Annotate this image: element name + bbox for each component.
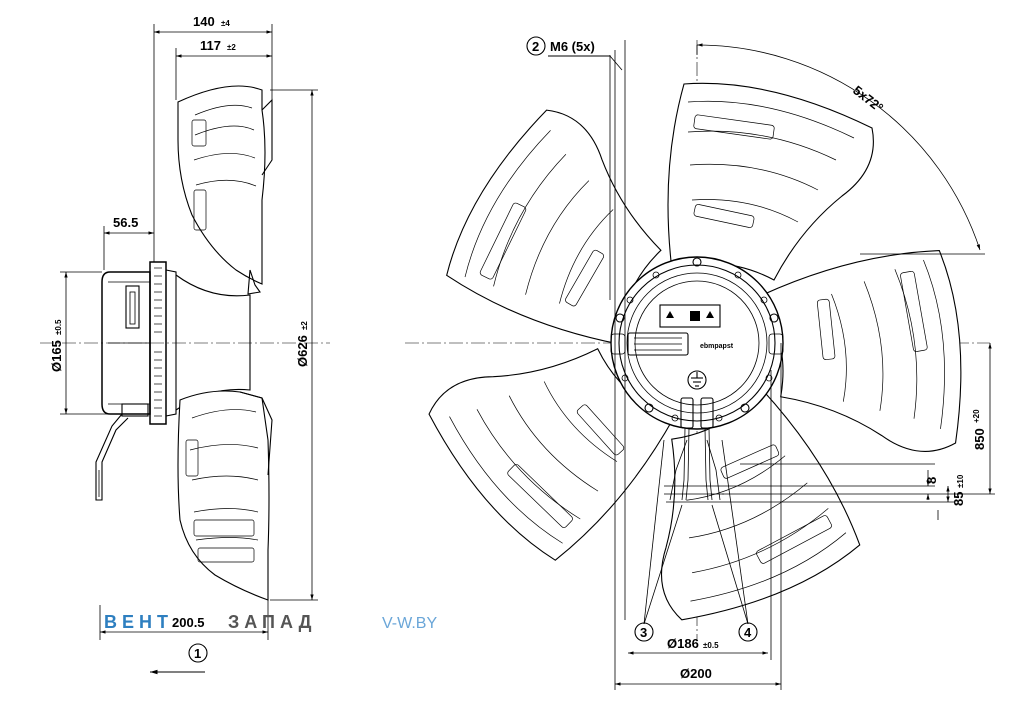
callout-3-label: 3 — [640, 625, 647, 640]
side-lower-blade — [177, 390, 273, 601]
cables — [664, 397, 724, 503]
side-extension-lines — [60, 24, 318, 640]
bolt-hole — [769, 313, 779, 323]
bolt-hole — [615, 313, 625, 323]
dim-blade-depth-tol: ±2 — [227, 43, 236, 52]
callout-1-label: 1 — [194, 646, 201, 661]
front-dimension-lines — [548, 55, 992, 686]
cable-bracket — [95, 403, 149, 501]
dim-overall-depth: 140 — [193, 14, 215, 29]
dim-cable-end-tol: ±10 — [956, 474, 965, 488]
callout-2-label: 2 — [532, 39, 539, 54]
label-plate — [659, 304, 721, 328]
watermark-part2: ЗАПАД — [228, 612, 316, 632]
callout-1-circle — [188, 643, 208, 663]
dim-motor-diameter: Ø165 — [49, 340, 64, 372]
angle-arc — [696, 43, 981, 251]
dim-strip: 8 — [924, 477, 939, 484]
dim-bolt-circle-tol: ±0.5 — [703, 641, 719, 650]
dim-bolt-circle: Ø186 — [667, 636, 699, 651]
fan-blade — [446, 109, 662, 345]
bolt-hole — [692, 257, 702, 267]
fan-blade — [667, 82, 874, 281]
dim-blade-depth: 117 — [200, 38, 221, 53]
callout-4-circle — [738, 622, 758, 642]
dim-cable-tol: +20 — [972, 409, 981, 423]
angle-label: 5x72° — [850, 83, 886, 116]
dim-fan-diameter-tol: ±2 — [300, 321, 309, 330]
side-dimension-lines — [64, 30, 314, 675]
dim-overall-depth-tol: ±4 — [221, 19, 230, 28]
watermark-site: V-W.BY — [382, 615, 437, 632]
dim-motor-offset: 56.5 — [113, 215, 138, 230]
side-view: 140 ±4 117 ±2 56.5 Ø165 ±0.5 Ø626 ±2 200… — [40, 14, 330, 675]
dim-fan-diameter: Ø626 — [295, 335, 310, 367]
callout-4-label: 4 — [744, 625, 752, 640]
front-extension-lines — [609, 40, 995, 690]
dim-flange: Ø200 — [680, 666, 712, 681]
terminal-block — [627, 332, 689, 356]
brand-label: ebmpapst — [700, 343, 734, 350]
watermark: ВЕНТ ЗАПАД V-W.BY — [104, 612, 437, 632]
front-view: ebmpapst — [405, 36, 995, 690]
dim-cable: 850 — [972, 428, 987, 450]
ground-symbol — [687, 370, 707, 390]
bolt-hole — [644, 403, 654, 413]
watermark-part1: ВЕНТ — [104, 612, 173, 632]
fan-blade — [428, 347, 676, 561]
side-upper-blade — [177, 85, 273, 295]
fan-blade — [660, 386, 861, 621]
dim-motor-diameter-tol: ±0.5 — [54, 319, 63, 335]
callout-2-circle — [526, 36, 546, 56]
motor-hub: ebmpapst — [610, 256, 784, 430]
dim-bottom: 200.5 — [172, 615, 205, 630]
thread-label: M6 (5x) — [550, 39, 595, 54]
callout-3-circle — [634, 622, 654, 642]
dim-cable-end: 85 — [951, 492, 966, 506]
bolt-hole — [740, 403, 750, 413]
